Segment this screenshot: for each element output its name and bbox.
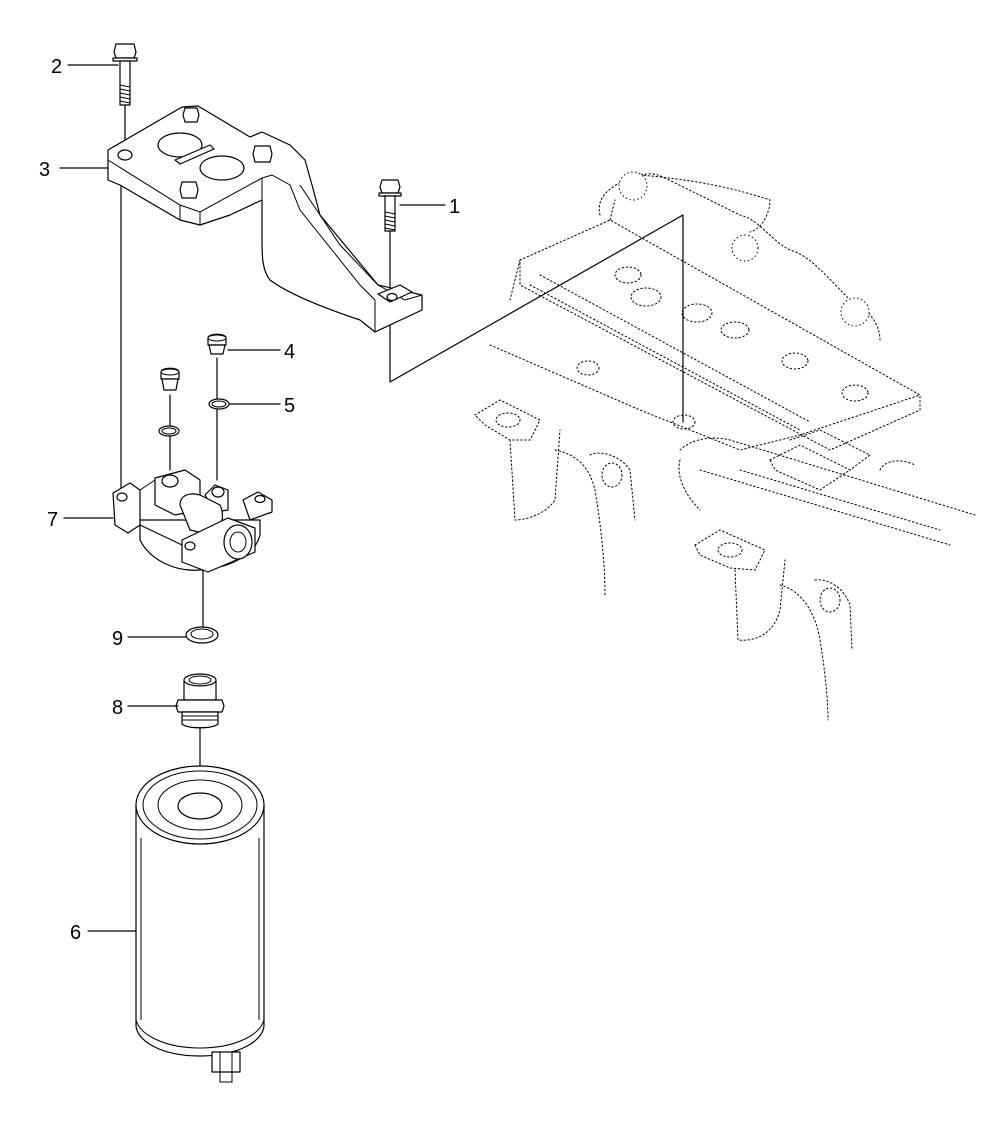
callout-9: 9: [112, 628, 123, 650]
seal-ring: [185, 626, 219, 644]
callout-5: 5: [284, 395, 295, 417]
callout-leaders: [59, 64, 446, 932]
callout-3: 3: [39, 159, 50, 181]
callout-8: 8: [112, 697, 123, 719]
filter-head: [112, 469, 273, 573]
o-ring-right: [208, 398, 230, 410]
bolt-short: [378, 179, 402, 232]
callout-1: 1: [449, 196, 460, 218]
callout-4: 4: [284, 341, 295, 363]
threaded-nipple: [175, 673, 225, 729]
callout-7: 7: [47, 509, 58, 531]
bracket: [107, 105, 423, 333]
o-ring-left: [158, 425, 180, 437]
filter-cartridge: [135, 765, 265, 1083]
plug-left: [160, 367, 180, 391]
callout-2: 2: [51, 56, 62, 78]
engine-frame-outline: [474, 171, 976, 721]
bolt-long: [112, 43, 138, 106]
callout-6: 6: [70, 922, 81, 944]
plug-right: [207, 333, 227, 355]
callout-labels: 2 3 1 4 5 7 9 8 6: [39, 56, 460, 944]
